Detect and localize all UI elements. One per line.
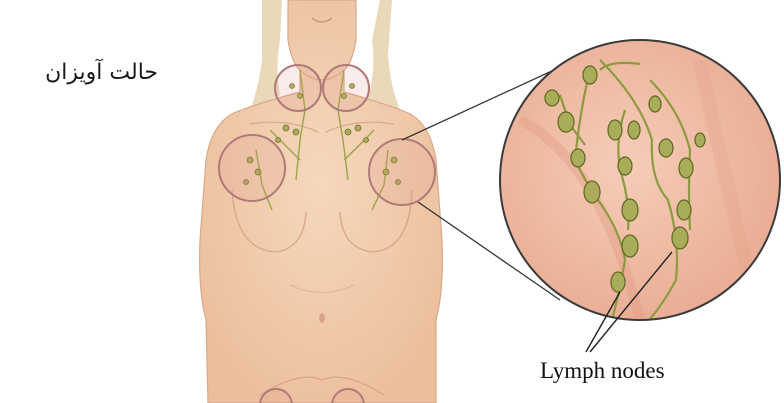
axilla-left-circle [219,135,285,201]
neck-right-circle [323,65,369,111]
lymph-nodes-label: Lymph nodes [540,358,740,384]
magnified-view [500,40,780,330]
axilla-right-circle [369,139,435,205]
neck-left-circle [275,65,321,111]
